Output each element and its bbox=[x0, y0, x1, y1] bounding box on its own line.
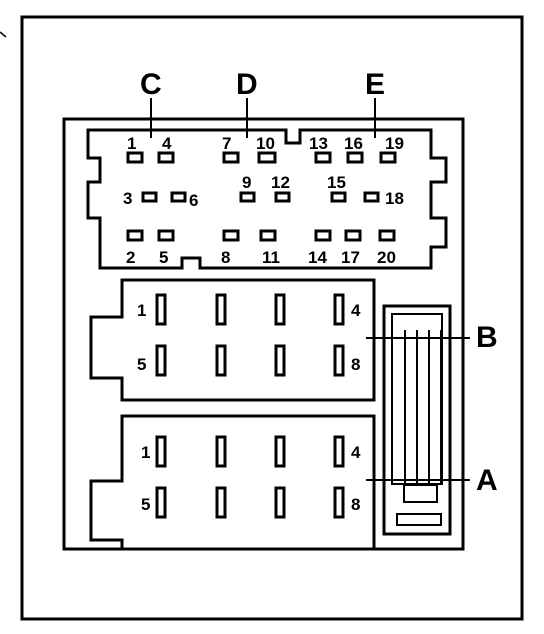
pin-slot bbox=[170, 191, 187, 203]
pin-slot bbox=[333, 435, 345, 468]
pin-slot bbox=[333, 293, 345, 326]
pin-number: 19 bbox=[385, 134, 404, 153]
pin-slot bbox=[155, 435, 167, 468]
pin-slot bbox=[222, 229, 240, 242]
pin-number: 1 bbox=[137, 301, 146, 320]
pin-number: 1 bbox=[127, 134, 136, 153]
pin-number: 8 bbox=[221, 248, 230, 267]
pin-number: 8 bbox=[351, 355, 360, 374]
block-a-outline bbox=[89, 414, 376, 551]
pin-slot bbox=[215, 344, 227, 377]
pin-slot bbox=[126, 151, 144, 164]
pin-slot bbox=[215, 435, 227, 468]
pin-number: 16 bbox=[344, 134, 363, 153]
pin-number: 9 bbox=[242, 173, 251, 192]
outer-frame bbox=[20, 15, 524, 621]
top-connector-outline bbox=[86, 128, 448, 270]
pin-number: 10 bbox=[256, 134, 275, 153]
pin-number: 8 bbox=[351, 495, 360, 514]
pin-slot bbox=[141, 191, 158, 203]
pin-number: 20 bbox=[377, 248, 396, 267]
pin-number: 1 bbox=[141, 443, 150, 462]
pin-slot bbox=[274, 293, 286, 326]
pin-slot bbox=[346, 151, 364, 164]
connector-block-a: 1 4 5 8 bbox=[89, 414, 376, 551]
pin-slot bbox=[257, 151, 277, 164]
pin-number: 12 bbox=[271, 173, 290, 192]
pin-number: 4 bbox=[351, 301, 361, 320]
connector-label-c: C bbox=[140, 68, 162, 101]
block-b-outline bbox=[89, 278, 376, 402]
pin-number: 14 bbox=[308, 248, 327, 267]
pin-number: 6 bbox=[189, 191, 198, 210]
corner-tick bbox=[0, 31, 7, 38]
latch-outer-frame bbox=[382, 304, 452, 536]
pin-number: 4 bbox=[351, 443, 361, 462]
pin-number: 11 bbox=[262, 248, 280, 267]
pin-number: 5 bbox=[159, 248, 168, 267]
pin-slot bbox=[155, 344, 167, 377]
pin-slot bbox=[126, 229, 144, 242]
pin-slot bbox=[274, 344, 286, 377]
pin-slot bbox=[363, 191, 380, 203]
pin-slot bbox=[155, 486, 167, 519]
latch-window bbox=[403, 484, 438, 503]
pin-slot bbox=[239, 191, 256, 203]
latch-guide bbox=[382, 304, 452, 536]
pin-number: 4 bbox=[162, 134, 172, 153]
pin-slot bbox=[314, 229, 332, 242]
pin-slot bbox=[378, 229, 396, 242]
connector-label-e: E bbox=[365, 68, 385, 101]
housing-body bbox=[62, 117, 465, 551]
connector-block-b: 1 4 5 8 bbox=[89, 278, 376, 402]
pin-slot bbox=[222, 151, 240, 164]
pin-slot bbox=[157, 151, 175, 164]
pin-slot bbox=[330, 191, 347, 203]
connector-label-b: B bbox=[476, 321, 498, 354]
pin-number: 15 bbox=[327, 173, 346, 192]
connector-label-d: D bbox=[236, 68, 258, 101]
pin-slot bbox=[155, 293, 167, 326]
pin-slot bbox=[157, 229, 175, 242]
pin-slot bbox=[379, 151, 397, 164]
connector-label-a: A bbox=[476, 464, 498, 497]
pin-number: 5 bbox=[137, 355, 146, 374]
pin-number: 17 bbox=[341, 248, 360, 267]
pin-slot bbox=[215, 293, 227, 326]
pin-number: 3 bbox=[123, 189, 132, 208]
latch-tab bbox=[396, 513, 442, 526]
top-connector: 1 4 7 10 13 16 19 3 6 9 12 15 18 2 5 8 1… bbox=[86, 128, 448, 270]
pin-number: 18 bbox=[385, 189, 404, 208]
pin-slot bbox=[333, 486, 345, 519]
pin-number: 5 bbox=[141, 495, 150, 514]
pin-slot bbox=[274, 486, 286, 519]
pin-slot bbox=[215, 486, 227, 519]
pin-slot bbox=[274, 191, 291, 203]
pin-slot bbox=[314, 151, 332, 164]
pin-number: 7 bbox=[222, 134, 231, 153]
pin-slot bbox=[274, 435, 286, 468]
pin-number: 2 bbox=[126, 248, 135, 267]
pin-slot bbox=[344, 229, 362, 242]
pin-slot bbox=[259, 229, 277, 242]
pin-slot bbox=[333, 344, 345, 377]
pin-number: 13 bbox=[309, 134, 328, 153]
